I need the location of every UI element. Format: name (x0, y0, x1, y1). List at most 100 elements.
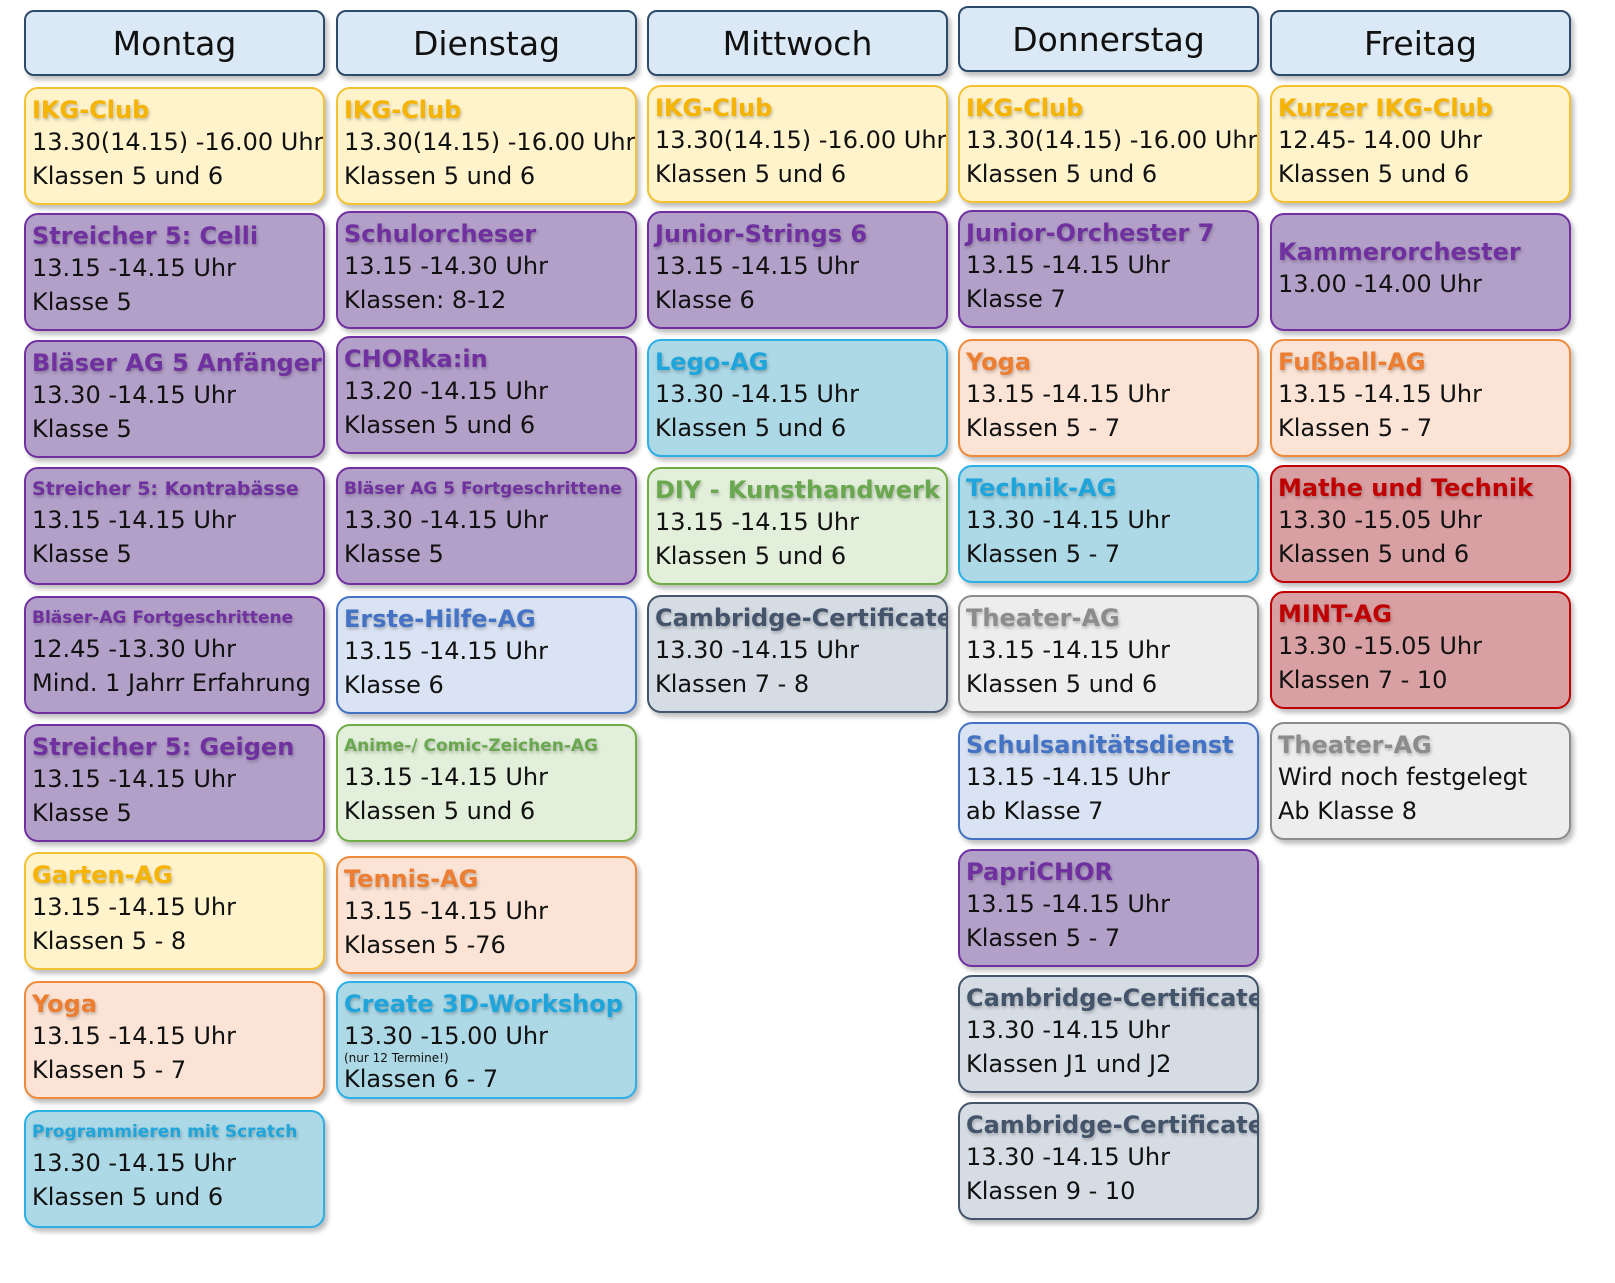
activity-card[interactable]: Kammerorchester 13.00 -14.00 Uhr (1270, 213, 1571, 331)
activity-classes: Klassen 5 und 6 (966, 160, 1158, 188)
activity-classes: Klassen 5 - 7 (1278, 414, 1433, 442)
activity-classes: ab Klasse 7 (966, 797, 1104, 825)
activity-classes: Klasse 5 (344, 540, 444, 568)
activity-classes: Klasse 5 (32, 540, 132, 568)
activity-title: Theater-AG (1278, 731, 1432, 759)
activity-title: Streicher 5: Celli (32, 222, 259, 250)
activity-classes: Klasse 6 (655, 286, 755, 314)
activity-time: 13.30 -14.15 Uhr (966, 1016, 1170, 1044)
activity-title: IKG-Club (655, 94, 773, 122)
activity-classes: Klasse 6 (344, 671, 444, 699)
activity-time: 13.20 -14.15 Uhr (344, 377, 548, 405)
activity-classes: Klassen 5 und 6 (1278, 160, 1470, 188)
day-header-montag: Montag (24, 10, 325, 76)
activity-time: 13.15 -14.15 Uhr (966, 636, 1170, 664)
activity-classes: Mind. 1 Jahrr Erfahrung (32, 669, 311, 697)
activity-card[interactable]: Bläser-AG Fortgeschrittene 12.45 -13.30 U… (24, 596, 325, 714)
activity-card[interactable]: Schulsanitätsdienst 13.15 -14.15 Uhr ab Kl… (958, 722, 1259, 840)
activity-title: Kurzer IKG-Club (1278, 94, 1493, 122)
activity-title: Cambridge-Certificate (966, 1111, 1259, 1139)
activity-classes: Klassen 7 - 10 (1278, 666, 1448, 694)
activity-time: 13.15 -14.15 Uhr (344, 763, 548, 791)
activity-time: 13.00 -14.00 Uhr (1278, 270, 1482, 298)
activity-title: Streicher 5: Kontrabässe (32, 478, 299, 500)
activity-time: 12.45 -13.30 Uhr (32, 635, 236, 663)
activity-title: Theater-AG (966, 604, 1120, 632)
activity-time: 13.30 -15.05 Uhr (1278, 506, 1482, 534)
activity-classes: Klassen 5 und 6 (966, 670, 1158, 698)
activity-classes: Klassen 5 - 8 (32, 927, 187, 955)
activity-classes: Klassen 5 und 6 (32, 1183, 224, 1211)
activity-time: 13.15 -14.15 Uhr (32, 893, 236, 921)
activity-title: Schulorcheser (344, 220, 537, 248)
activity-title: Yoga (32, 990, 98, 1018)
activity-card[interactable]: Streicher 5: Kontrabässe 13.15 -14.15 Uhr… (24, 467, 325, 585)
activity-title: MINT-AG (1278, 600, 1392, 628)
activity-time: 13.15 -14.15 Uhr (32, 254, 236, 282)
activity-time: 12.45- 14.00 Uhr (1278, 126, 1482, 154)
activity-classes: Klassen 5 und 6 (655, 542, 847, 570)
activity-classes: Klassen 5 und 6 (655, 414, 847, 442)
activity-title: Junior-Orchester 7 (966, 219, 1215, 247)
activity-title: IKG-Club (966, 94, 1084, 122)
activity-title: DIY - Kunsthandwerk (655, 476, 940, 504)
activity-title: Erste-Hilfe-AG (344, 605, 536, 633)
activity-title: IKG-Club (32, 96, 150, 124)
activity-title: Lego-AG (655, 348, 769, 376)
activity-classes: Klasse 5 (32, 415, 132, 443)
activity-time: 13.30 -14.15 Uhr (344, 506, 548, 534)
activity-time: 13.15 -14.15 Uhr (344, 637, 548, 665)
activity-title: Bläser AG 5 Anfänger (32, 349, 322, 377)
activity-classes: Klassen 5 und 6 (344, 797, 536, 825)
activity-time: 13.30(14.15) -16.00 Uhr (655, 126, 947, 154)
activity-title: Fußball-AG (1278, 348, 1426, 376)
day-header-donnerstag: Donnerstag (958, 6, 1259, 72)
activity-time: 13.15 -14.15 Uhr (966, 890, 1170, 918)
activity-time: 13.15 -14.15 Uhr (32, 506, 236, 534)
activity-time: 13.15 -14.15 Uhr (966, 380, 1170, 408)
activity-title: Bläser-AG Fortgeschrittene (32, 608, 294, 628)
activity-title: CHORka:in (344, 345, 488, 373)
activity-time: 13.15 -14.15 Uhr (966, 763, 1170, 791)
activity-time: 13.15 -14.15 Uhr (655, 252, 859, 280)
activity-classes: Klassen 5 - 7 (966, 414, 1121, 442)
activity-classes: Klassen 5 -76 (344, 931, 506, 959)
activity-title: Mathe und Technik (1278, 474, 1534, 502)
activity-title: Schulsanitätsdienst (966, 731, 1234, 759)
activity-title: Kammerorchester (1278, 238, 1521, 266)
